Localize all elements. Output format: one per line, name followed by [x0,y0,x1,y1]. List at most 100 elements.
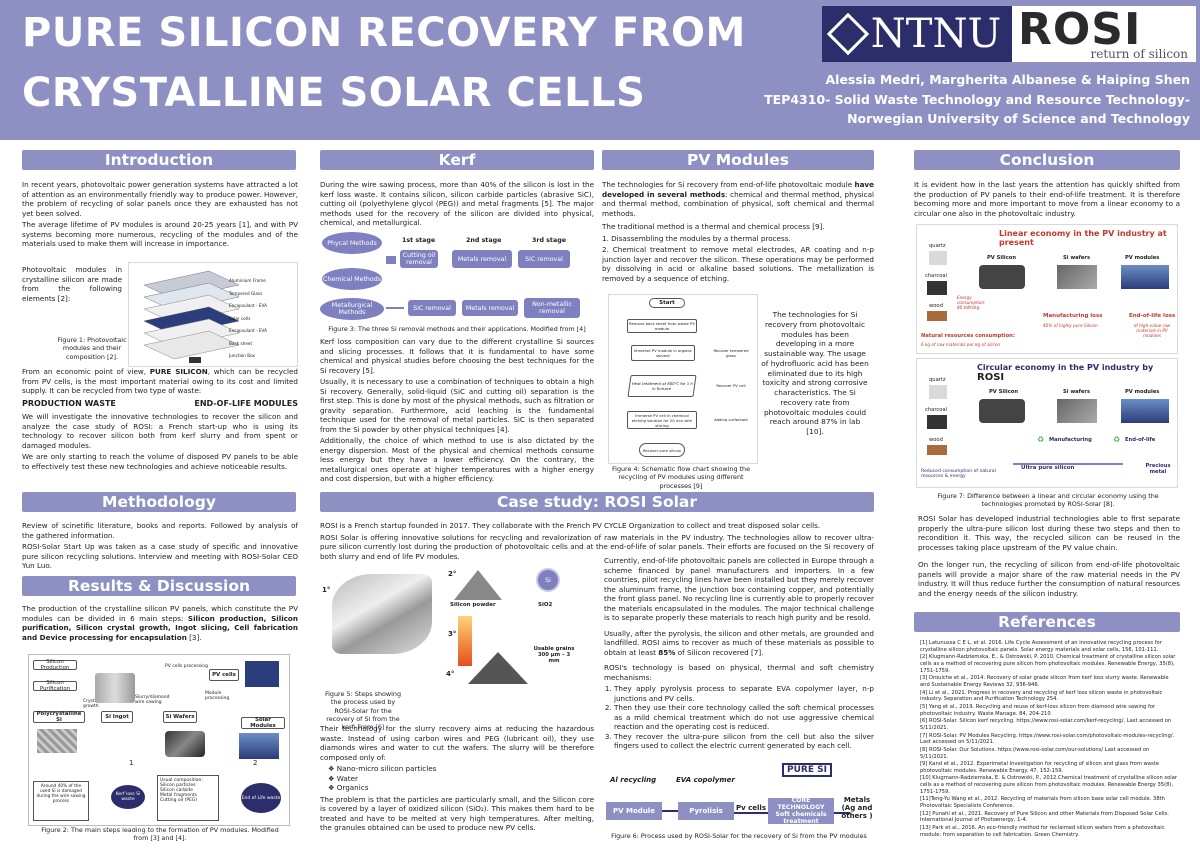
intro-paragraph-1: In recent years, photovoltaic power gene… [22,180,298,218]
reference-item: [10] Klugmann-Radziemska, E. & Ostrowski… [920,775,1178,795]
reference-item: [9] Kand et al., 2012. Experimetal Inves… [920,761,1159,774]
list-item: They apply pyrolysis process to separate… [614,684,874,703]
methodology-heading: Methodology [22,492,296,512]
step-2-marker: 2° [448,570,457,578]
production-waste-label: PRODUCTION WASTE [22,398,116,408]
layer-label: Solar cells [229,315,251,321]
pv-modules-heading: PV Modules [602,150,874,170]
reduced-consumption-label: Reduced consumption of natural resources… [921,469,996,479]
pv-paragraph-3: 1. Disassembling the modules by a therma… [602,233,791,243]
conclusion-heading: Conclusion [914,150,1180,170]
polycrystalline-image [37,729,77,753]
case-right-paragraph-1: Currently, end-of-life photovoltaic pane… [604,556,874,622]
usual-composition-title: Usual composition: [160,778,203,783]
step-3-marker: 3° [448,630,457,638]
stage-3-label: 3rd stage [532,237,566,244]
kerf-paragraph-1: During the wire sawing process, more tha… [320,180,594,227]
grains-pile [468,652,528,684]
pyrolisis-box: Pyrolisis [678,802,734,820]
kerf-paragraph-3: Usually, it is necessary to use a combin… [320,377,594,434]
charcoal-label-2: charcoal [925,407,947,413]
si-particle-icon: Si [536,568,560,592]
conclusion-paragraph-3: On the longer run, the recycling of sili… [918,560,1180,598]
ingot-image [95,673,135,703]
case-right-paragraph-3: ROSI's technology is based on physical, … [604,663,874,682]
sio2-label: SiO2 [538,602,553,608]
charcoal-image [927,281,947,295]
metals-removal-box-2: Metals removal [462,300,518,316]
solar-modules-box: Solar Modules [241,717,285,729]
pure-si-box: PURE SI [782,763,832,777]
cutting-oil-removal-box: Cutting oil removal [400,250,438,268]
pv-layer-labels: Aluminium Frame Tempered Glass Encapsula… [229,275,299,363]
pv-cell-image [245,661,279,687]
quartz-image-2 [929,385,947,399]
reference-item: [7] ROSI-Solar. PV Modules Recycling. ht… [920,732,1175,746]
results-text: The production of the crystalline silico… [22,604,298,644]
figure-5-caption-text: Figure 5: Steps showing the process used… [324,690,402,732]
rosi-logo: ROSI return of silicon [1012,4,1196,62]
pv-side-text: The technologies for Si recovery from ph… [761,310,869,437]
intro-paragraph-3: From an economic point of view, PURE SIL… [22,367,298,396]
figure-2-production-steps: Silicon Production Silicon Purification … [28,654,290,826]
intro-p3-c: , which can be recycled from PV cells, i… [22,367,298,395]
plus-connector [386,256,396,264]
figure-1-pv-layers: Aluminium Frame Tempered Glass Encapsula… [128,262,298,367]
sic-removal-box: SiC removal [518,250,570,268]
poster-title-line-1: PURE SILICON RECOVERY FROM [22,10,746,56]
precious-metal-label: Precious metal [1145,463,1171,475]
figure-5-ref-link[interactable]: [6] [375,723,385,732]
layer-label: Tempered Glass [229,290,263,296]
intro-paragraph-4: We will investigate the innovative techn… [22,412,298,450]
reference-item: [4] Li et al., 2021. Progress in recover… [920,689,1163,703]
reference-item: [1] Latunussa C E L, et al. 2016. Life C… [920,640,1162,653]
metallurgical-methods-ellipse: Metallurgical Methods [320,298,384,320]
circular-economy-title: Circular economy in the PV industry by R… [977,363,1177,383]
layer-label: Back sheet [229,340,253,346]
flow-step-1: Remove back sheet from waste PV module [627,319,697,333]
flow-step-4: Immerse PV cell in chemical etching solu… [627,411,697,429]
soft-chemicals-label: Soft chemicals treatment [775,811,827,825]
layer-label: Junction Box [229,353,255,358]
course: TEP4310- Solid Waste Technology and Reso… [764,92,1190,107]
figure-7-linear-economy: Linear economy in the PV industry at pre… [916,224,1178,354]
references-heading: References [914,612,1180,632]
sic-removal-box-2: SiC removal [408,300,456,316]
pv-cells-processing-label: PV cells processing [165,664,208,669]
case-right-p2-a: Usually, after the pyrolysis, the silico… [604,628,874,657]
intro-modules-text: Photovoltaic modules in crystalline sili… [22,265,122,303]
list-item: Then they use their core technology call… [614,703,874,732]
si-wafers-image [1057,265,1097,289]
eol-loss-detail: of high-value raw materials in PV module… [1133,323,1171,338]
introduction-heading: Introduction [22,150,296,170]
case-paragraph-2: ROSI Solar is offering innovative soluti… [320,532,874,561]
si-particle-label: Si [545,576,551,584]
manufacturing-loss-label: Manufacturing loss [1043,313,1103,319]
pv-p1-a: The technologies for Si recovery from en… [602,180,853,189]
natural-resources-detail: 6 kg of raw materials per kg of silicon [921,342,1001,347]
charcoal-label: charcoal [925,273,947,279]
linear-economy-title: Linear economy in the PV industry at pre… [999,229,1167,247]
percent-85-emphasis: 85% [658,647,676,657]
flow-recover-si: Recover pure silicon [639,443,685,457]
ntnu-logo: NTNU [822,6,1012,62]
figure-5-kerf-steps: 1° 2° Silicon powder Si SiO2 3° 4° Usabl… [318,566,596,688]
case-right-p2-c: of Silicon recovered [7]. [677,647,764,657]
reference-item: [8] ROSI-Solar. Our Solutions. https://w… [920,746,1150,760]
chemical-methods-ellipse: Chemical Methods [322,268,382,290]
layer-label: Aluminium Frame [229,278,266,283]
si-wafers-box: Si Wafers [163,711,197,723]
pv-silicon-label: PV Silicon [987,255,1017,261]
pv-paragraph-2: The traditional method is a thermal and … [602,222,825,231]
si-wafers-label: Si wafers [1063,255,1091,261]
flow-step-2: Immerse PV module in organic solvent [631,345,695,361]
list-item: Nano-micro silicon particles [328,764,594,774]
flow-step-3: Heat treatment at 600°C for 1 h in furna… [627,375,697,397]
silicon-purification-box: Silicon Purification [33,680,77,692]
crystal-growth-label: Crystal growth [83,699,99,709]
reference-item: [5] Yang et al., 2019. Recycling and reu… [920,703,1156,717]
pure-silicon-emphasis: PURE SILICON [149,367,208,376]
pv-p1-c: : chemical and thermal method, physical … [602,189,874,218]
wood-image [927,311,947,321]
case-study-heading: Case study: ROSI Solar [320,492,874,512]
